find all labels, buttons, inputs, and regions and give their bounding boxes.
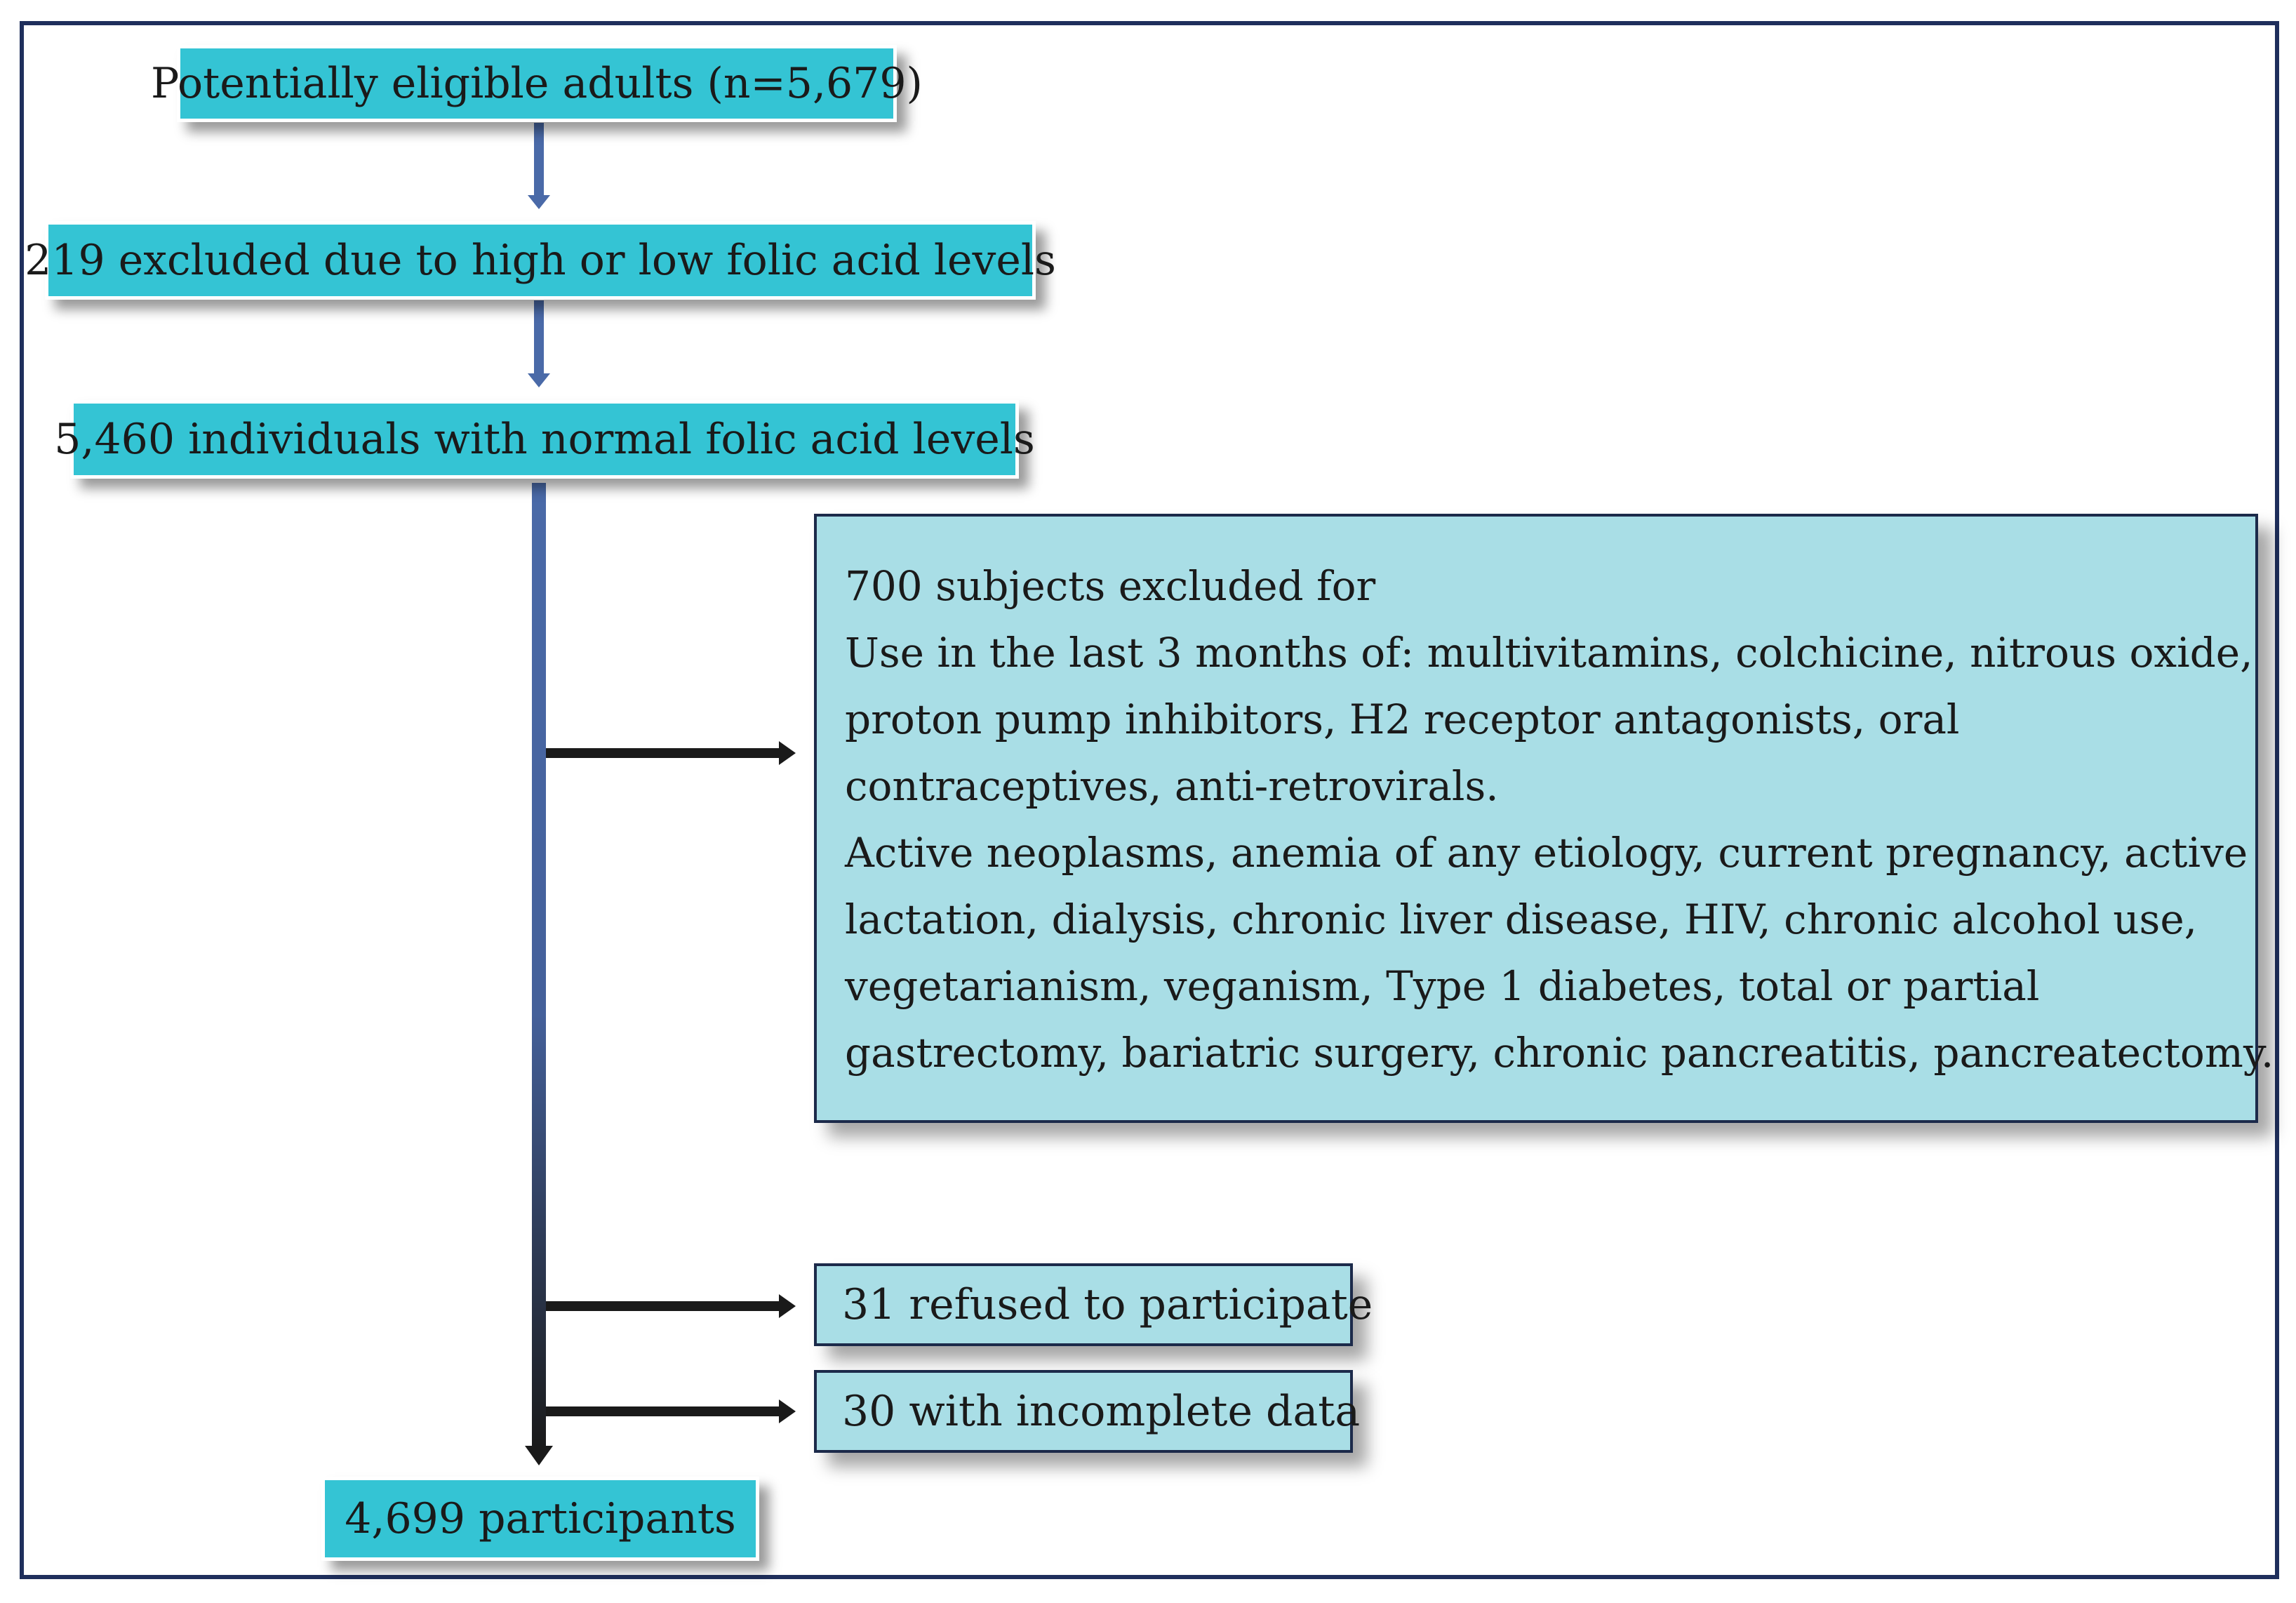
branch-arrow-incomplete xyxy=(546,1399,796,1423)
box-normal-folic-text: 5,460 individuals with normal folic acid… xyxy=(54,415,1035,464)
box-participants-text: 4,699 participants xyxy=(345,1494,736,1543)
box-refused: 31 refused to participate xyxy=(814,1263,1373,1346)
exclusion-line: Use in the last 3 months of: multivitami… xyxy=(845,629,2253,677)
exclusion-line: 700 subjects excluded for xyxy=(845,562,1376,610)
arrow-eligible-to-excluded xyxy=(528,123,550,209)
main-trunk-arrow xyxy=(525,483,553,1465)
box-refused-text: 31 refused to participate xyxy=(842,1280,1373,1329)
box-excluded-folic: 219 excluded due to high or low folic ac… xyxy=(25,221,1056,300)
box-eligible-adults-text: Potentially eligible adults (n=5,679) xyxy=(151,59,923,108)
box-incomplete-data-text: 30 with incomplete data xyxy=(842,1387,1361,1436)
branch-arrow-exclusions xyxy=(546,741,796,765)
arrow-excluded-to-normal xyxy=(528,300,550,387)
box-incomplete-data: 30 with incomplete data xyxy=(814,1370,1360,1453)
exclusion-line: vegetarianism, veganism, Type 1 diabetes… xyxy=(845,962,2040,1010)
exclusion-line: lactation, dialysis, chronic liver disea… xyxy=(845,896,2198,943)
box-participants: 4,699 participants xyxy=(321,1477,759,1561)
box-exclusion-criteria: 700 subjects excluded for Use in the las… xyxy=(814,514,2274,1123)
exclusion-line: contraceptives, anti-retrovirals. xyxy=(845,762,1499,810)
box-excluded-folic-text: 219 excluded due to high or low folic ac… xyxy=(25,236,1056,285)
exclusion-line: gastrectomy, bariatric surgery, chronic … xyxy=(845,1029,2274,1077)
exclusion-line: Active neoplasms, anemia of any etiology… xyxy=(845,829,2248,877)
box-eligible-adults: Potentially eligible adults (n=5,679) xyxy=(151,45,923,122)
box-normal-folic: 5,460 individuals with normal folic acid… xyxy=(54,400,1035,479)
exclusion-line: proton pump inhibitors, H2 receptor anta… xyxy=(845,696,1960,743)
branch-arrow-refused xyxy=(546,1294,796,1318)
